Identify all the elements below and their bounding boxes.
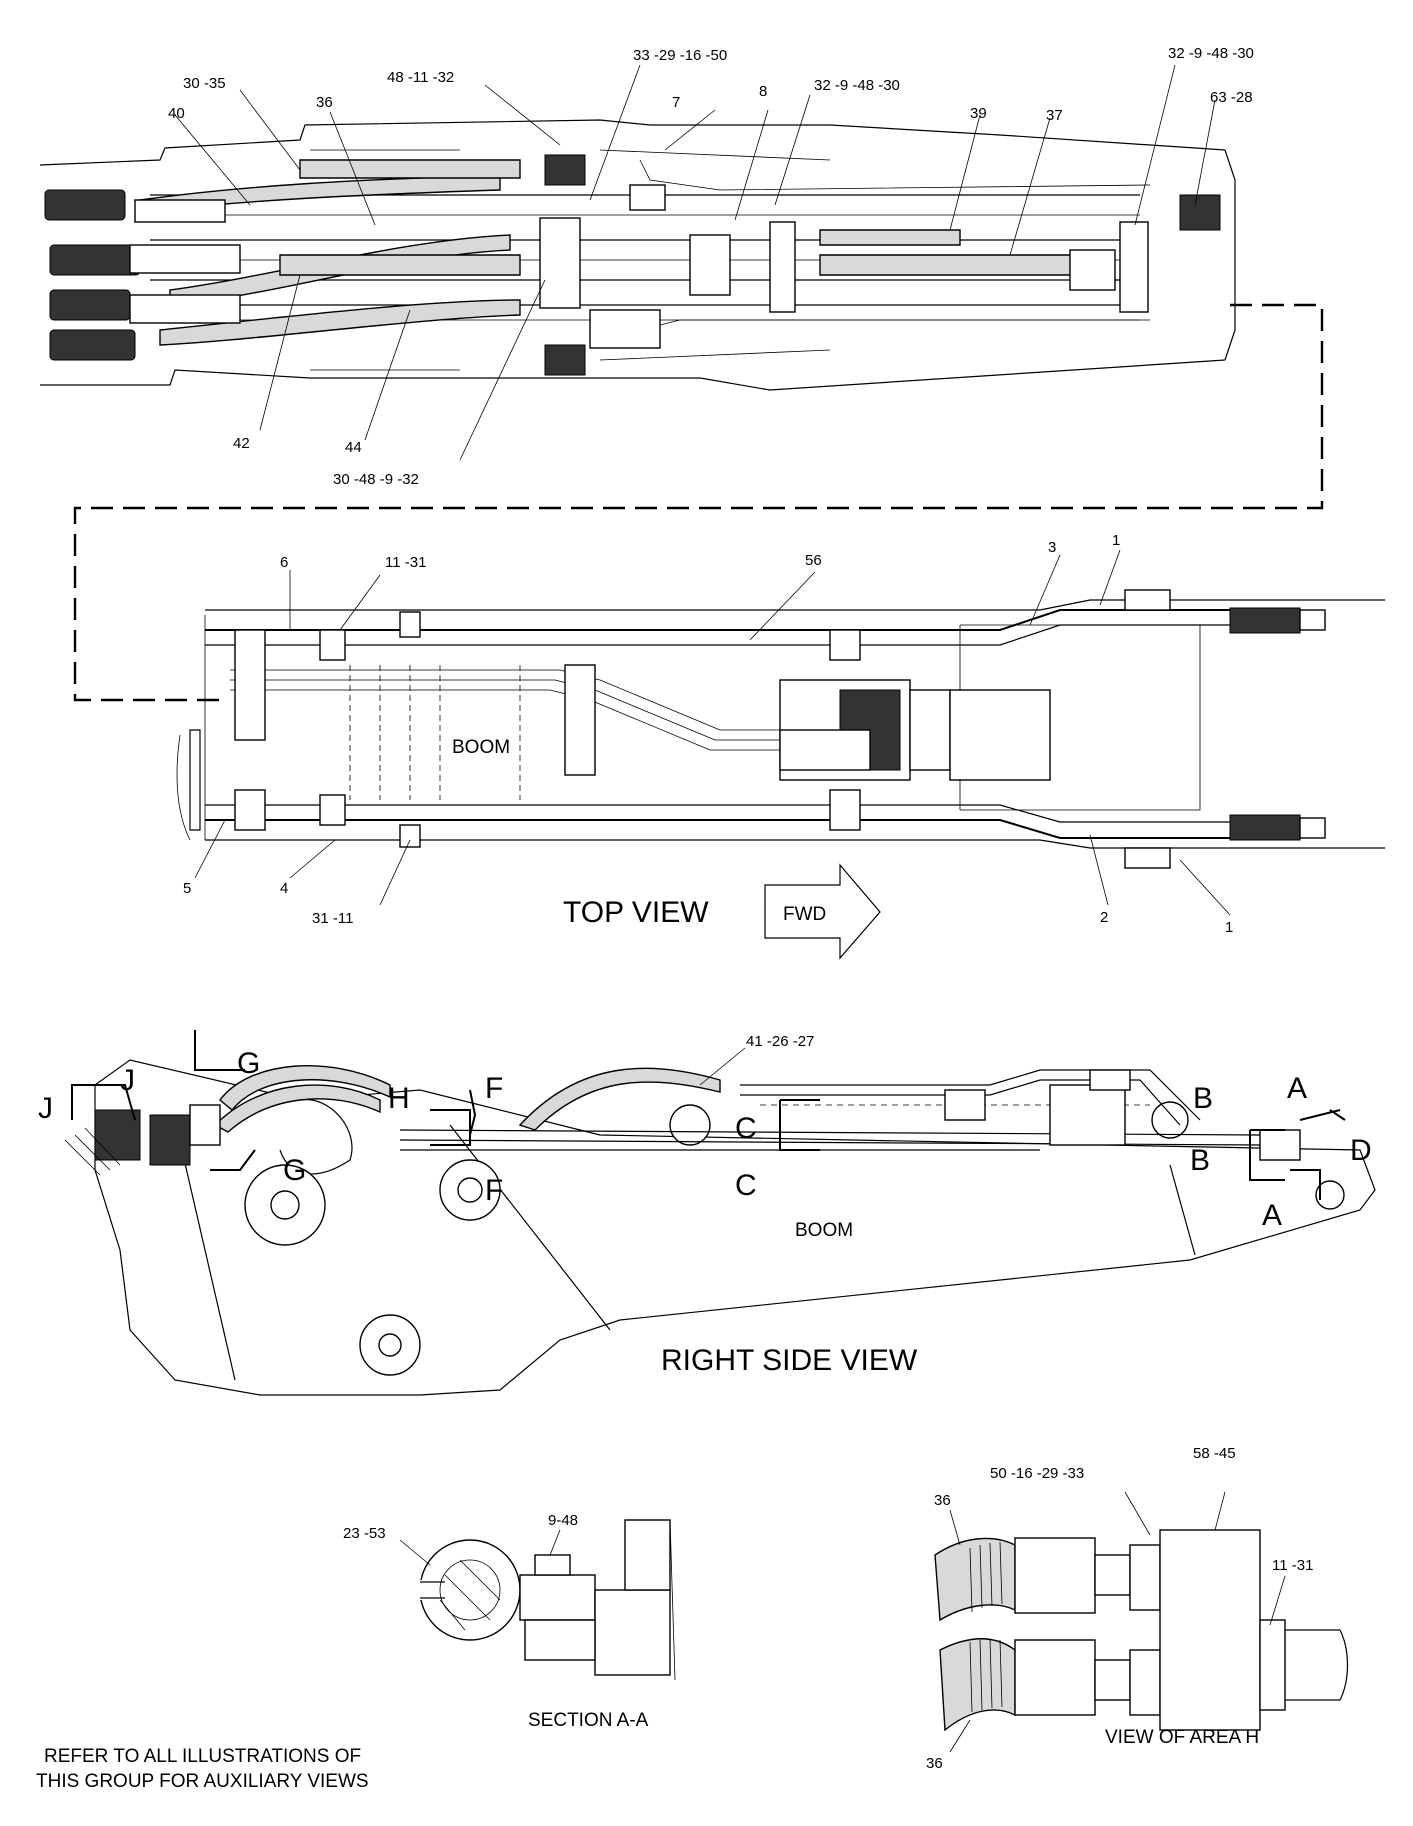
section-letter-b-bottom: B [1190,1144,1210,1177]
top-detail-callouts: 30 -35 40 36 48 -11 -32 33 -29 -16 -50 7… [168,45,1254,488]
section-letter-c-bottom: C [735,1169,757,1202]
section-aa-title: SECTION A-A [528,1710,649,1731]
callout-6: 6 [280,554,288,571]
callout-36: 36 [316,94,333,111]
area-h-labels: 36 50 -16 -29 -33 58 -45 11 -31 36 VIEW … [926,1445,1313,1772]
callout-39: 39 [970,105,987,122]
callout-48-11-32: 48 -11 -32 [387,69,454,86]
callout-32-9-48-30-a: 32 -9 -48 -30 [814,77,900,94]
section-letter-g-bottom: G [283,1154,306,1187]
callout-50-16-29-33: 50 -16 -29 -33 [990,1465,1084,1482]
callout-9-48: 9-48 [548,1512,578,1529]
section-letter-j-left: J [38,1092,53,1125]
callout-30-35: 30 -35 [183,75,226,92]
callout-63-28: 63 -28 [1210,89,1253,106]
section-markers [71,1030,1346,1200]
callout-7: 7 [672,94,680,111]
callout-40: 40 [168,105,185,122]
section-letter-d: D [1350,1134,1372,1167]
callout-56: 56 [805,552,822,569]
callout-11-31-area-h: 11 -31 [1272,1557,1313,1574]
area-h-title: VIEW OF AREA H [1105,1727,1259,1748]
side-view-drawing [64,1059,1376,1396]
section-letter-h: H [388,1082,410,1115]
top-view-boom-label: BOOM [452,737,510,758]
callout-4: 4 [280,880,288,897]
top-view-callouts: 6 11 -31 56 3 1 5 4 31 -11 2 1 BOOM TOP … [183,532,1233,936]
callout-41-26-27: 41 -26 -27 [746,1033,814,1050]
top-view-drawing [176,589,1385,960]
callout-3: 3 [1048,539,1056,556]
section-letter-a-top: A [1287,1072,1307,1105]
top-view-title: TOP VIEW [563,896,709,929]
callout-1-top: 1 [1112,532,1120,549]
callout-30-48-9-32: 30 -48 -9 -32 [333,471,419,488]
side-view-labels: 41 -26 -27 J J G G H F F C C B B A A D B… [38,1033,1372,1377]
callout-37: 37 [1046,107,1063,124]
section-letter-b-top: B [1193,1082,1213,1115]
callout-33-29-16-50: 33 -29 -16 -50 [633,47,727,64]
section-aa-labels: 23 -53 9-48 SECTION A-A [343,1512,649,1731]
section-letter-a-bottom: A [1262,1199,1282,1232]
fwd-label: FWD [783,904,826,925]
detail-link-line [73,303,1324,702]
callout-5: 5 [183,880,191,897]
section-letter-g-top: G [237,1047,260,1080]
callout-1-bottom: 1 [1225,919,1233,936]
note-line-1: REFER TO ALL ILLUSTRATIONS OF [44,1746,361,1767]
callout-8: 8 [759,83,767,100]
section-aa-drawing [399,1519,676,1681]
callout-2: 2 [1100,909,1108,926]
callout-23-53: 23 -53 [343,1525,386,1542]
callout-44: 44 [345,439,362,456]
section-letter-j-right: J [120,1064,135,1097]
refer-note: REFER TO ALL ILLUSTRATIONS OF THIS GROUP… [36,1746,369,1792]
callout-32-9-48-30-b: 32 -9 -48 -30 [1168,45,1254,62]
callout-36-lower: 36 [926,1755,943,1772]
section-letter-f-top: F [485,1072,503,1105]
callout-36-upper: 36 [934,1492,951,1509]
section-letter-f-bottom: F [485,1174,503,1207]
note-line-2: THIS GROUP FOR AUXILIARY VIEWS [36,1771,369,1792]
section-letter-c-top: C [735,1112,757,1145]
side-view-title: RIGHT SIDE VIEW [661,1344,918,1377]
callout-42: 42 [233,435,250,452]
top-detail-drawing [39,119,1236,391]
callout-31-11: 31 -11 [312,910,353,927]
side-view-boom-label: BOOM [795,1220,853,1241]
callout-11-31: 11 -31 [385,554,426,571]
area-h-drawing [934,1491,1349,1753]
callout-58-45: 58 -45 [1193,1445,1236,1462]
